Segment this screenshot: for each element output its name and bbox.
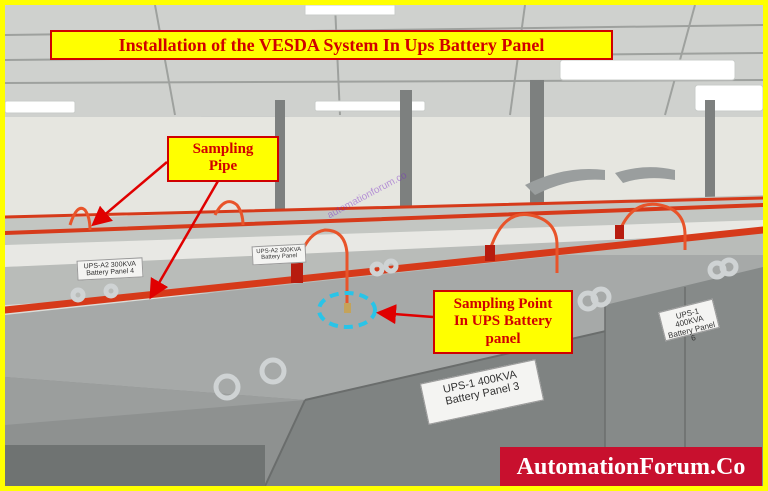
- sampling-point-highlight: [317, 291, 377, 329]
- sampling-pipe-callout: Sampling Pipe: [167, 136, 279, 182]
- image-title: Installation of the VESDA System In Ups …: [50, 30, 613, 60]
- battery-panel-a2-label: UPS-A2 300KVA Battery Panel: [251, 243, 307, 266]
- battery-room-photo: [5, 5, 763, 486]
- sampling-point-callout: Sampling Point In UPS Battery panel: [433, 290, 573, 354]
- callout-line: In UPS Battery: [453, 313, 553, 330]
- callout-line: Sampling Point: [453, 296, 553, 312]
- callout-line: Pipe: [208, 158, 238, 175]
- callout-line: Sampling: [192, 141, 254, 157]
- brand-banner: AutomationForum.Co: [500, 447, 762, 486]
- battery-panel-4-label: UPS-A2 300KVA Battery Panel 4: [76, 257, 144, 281]
- callout-line: panel: [485, 330, 521, 347]
- label-line: Battery Panel: [260, 253, 298, 262]
